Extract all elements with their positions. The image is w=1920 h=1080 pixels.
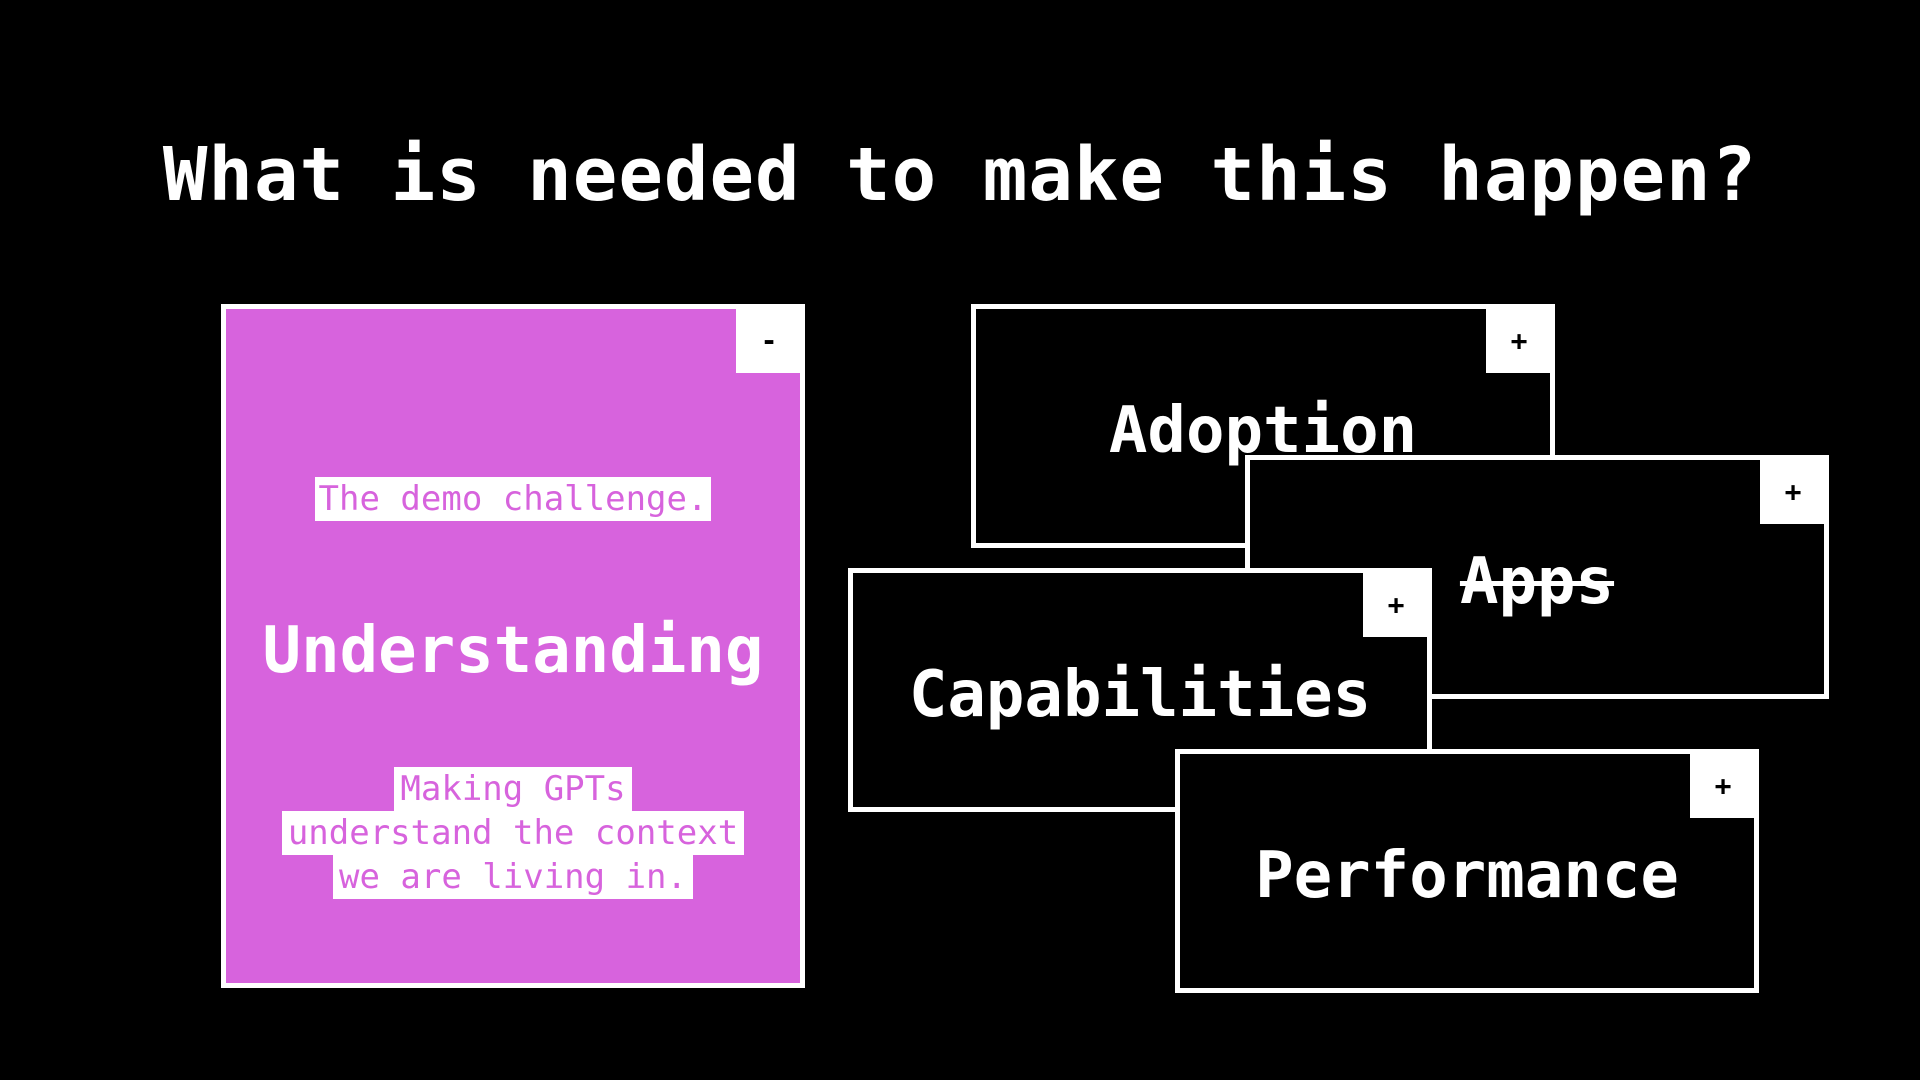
expand-capabilities-button[interactable]: + [1363, 571, 1429, 637]
description-line: understand the context [281, 811, 745, 855]
description-line: we are living in. [333, 855, 693, 899]
card-performance[interactable]: Performance + [1175, 749, 1759, 993]
card-understanding[interactable]: The demo challenge. Understanding Making… [221, 304, 805, 988]
card-understanding-tagline: The demo challenge. [314, 477, 712, 521]
description-line: Making GPTs [394, 767, 632, 811]
card-understanding-tagline-wrap: The demo challenge. [226, 477, 800, 521]
card-understanding-description: Making GPTs understand the context we ar… [226, 767, 800, 899]
slide-title: What is needed to make this happen? [162, 132, 1758, 218]
expand-apps-button[interactable]: + [1760, 458, 1826, 524]
collapse-understanding-button[interactable]: - [736, 307, 802, 373]
card-apps-label: Apps [1459, 545, 1615, 619]
expand-performance-button[interactable]: + [1690, 752, 1756, 818]
expand-adoption-button[interactable]: + [1486, 307, 1552, 373]
card-performance-label: Performance [1255, 839, 1679, 913]
card-understanding-label: Understanding [262, 614, 764, 688]
card-capabilities-label: Capabilities [908, 658, 1372, 732]
